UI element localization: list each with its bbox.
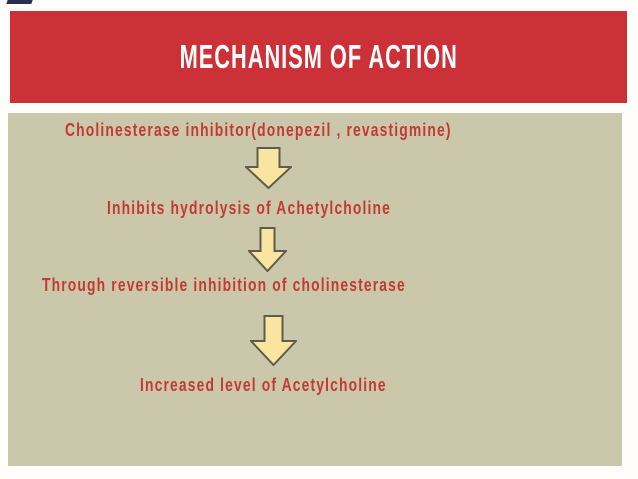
title-banner: MECHANISM OF ACTION: [10, 11, 627, 103]
step-text-1: Cholinesterase inhibitor(donepezil , rev…: [65, 120, 452, 140]
step-text-4: Increased level of Acetylcholine: [140, 375, 387, 395]
slide-title: MECHANISM OF ACTION: [179, 38, 458, 75]
down-arrow-icon: [248, 227, 287, 272]
step-text-2: Inhibits hydrolysis of Achetylcholine: [107, 198, 392, 218]
down-arrow-icon: [245, 147, 292, 189]
content-panel: [8, 113, 622, 466]
scan-artifact: [6, 0, 33, 4]
down-arrow-icon: [250, 315, 297, 366]
step-text-3: Through reversible inhibition of choline…: [42, 275, 406, 295]
